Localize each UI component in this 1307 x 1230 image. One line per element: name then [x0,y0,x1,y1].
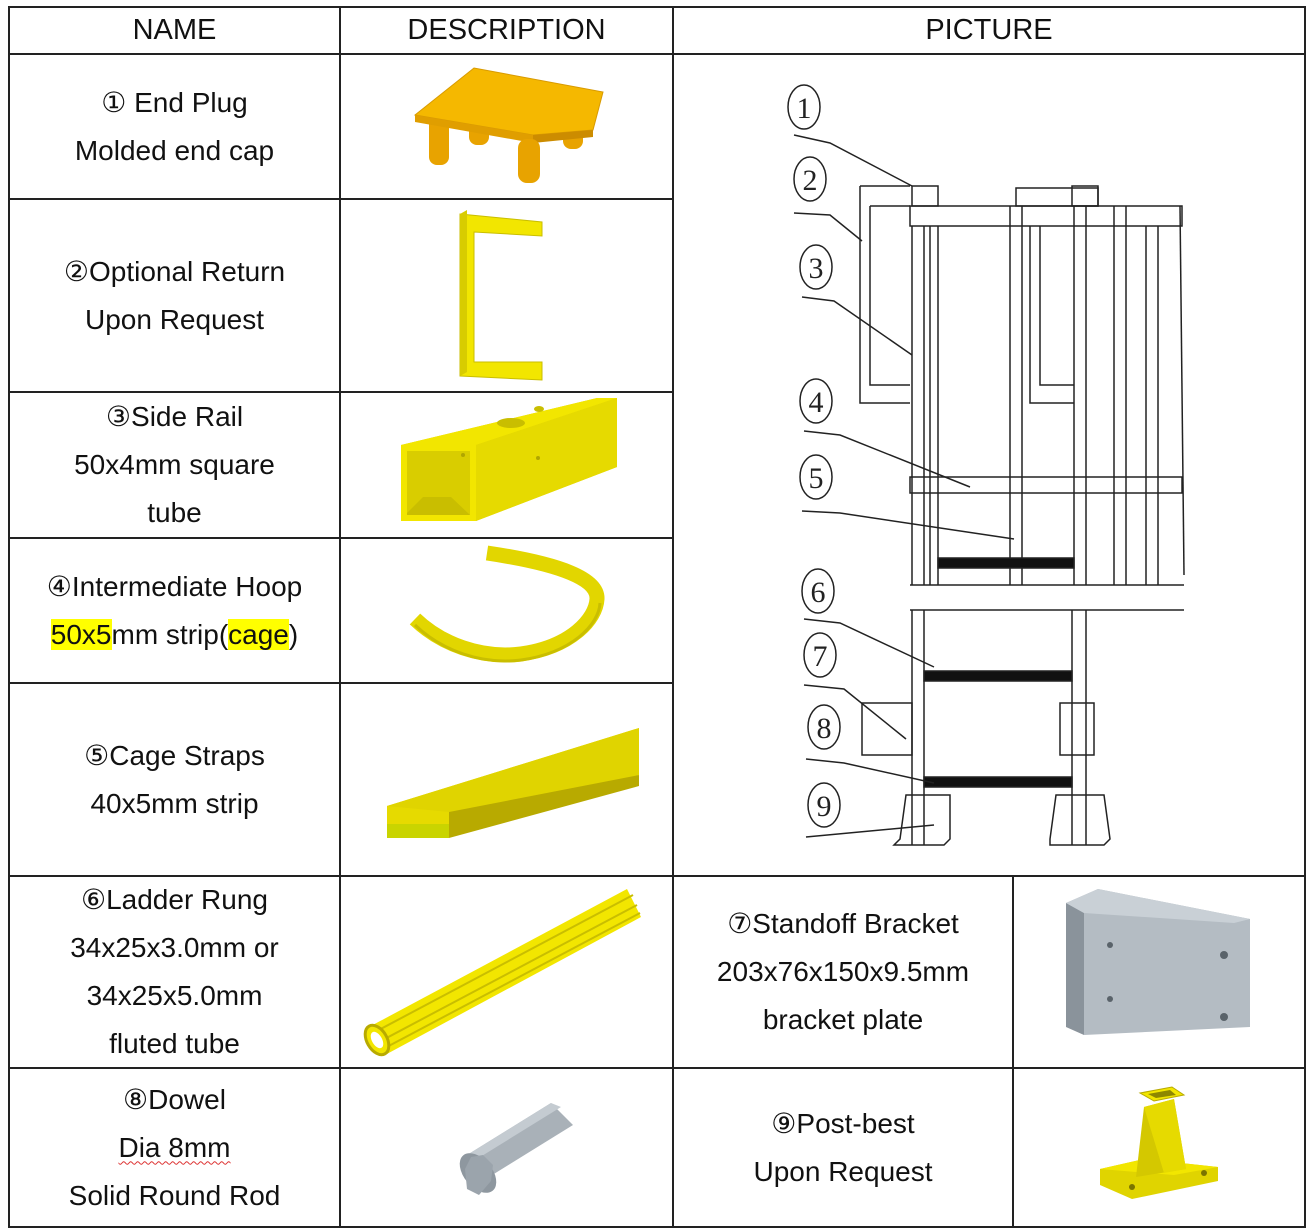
name-cell-ladder-rung: ⑥Ladder Rung 34x25x3.0mm or 34x25x5.0mm … [10,877,339,1067]
part-spec: fluted tube [109,1028,240,1059]
name-cell-side-rail: ③Side Rail 50x4mm square tube [10,393,339,537]
cage-strap-image [387,728,639,838]
part-spec: 34x25x5.0mm [86,980,263,1011]
part-spec: Upon Request [84,303,264,335]
side-rail-image [401,398,617,521]
part-spec: Solid Round Rod [68,1179,281,1211]
part-title: ⑦Standoff Bracket [727,908,959,939]
callout-label: 7 [813,640,828,673]
part-spec: 50x4mm square [74,449,275,480]
callout-label: 9 [817,790,832,823]
callout-label: 8 [817,712,832,745]
part-spec: bracket plate [762,1004,924,1035]
callout-label: 6 [811,576,826,609]
end-plug-image [413,67,604,183]
callout-label: 2 [803,164,818,197]
highlighted-text: cage [228,618,289,650]
header-description: DESCRIPTION [407,14,606,46]
name-cell-optional-return: ②Optional Return Upon Request [10,200,339,391]
ladder-assembly-drawing: 1 2 3 4 5 6 7 8 9 [787,84,1185,846]
name-cell-intermediate-hoop: ④Intermediate Hoop 50x5mm strip(cage) [10,539,339,682]
callout-label: 5 [809,462,824,495]
name-cell-end-plug: ① End Plug Molded end cap [10,55,339,198]
name-cell-cage-straps: ⑤Cage Straps 40x5mm strip [10,684,339,875]
part-title: ②Optional Return [63,255,286,287]
part-spec: tube [147,497,202,528]
callout-label: 3 [809,252,824,285]
name-cell-post-best: ⑨Post-best Upon Request [674,1069,1012,1226]
header-picture: PICTURE [925,14,1053,46]
part-title: ⑥Ladder Rung [80,884,268,915]
header-name: NAME [132,14,217,46]
part-spec: Molded end cap [74,134,275,166]
callout-label: 4 [809,386,824,419]
name-cell-standoff-bracket: ⑦Standoff Bracket 203x76x150x9.5mm brack… [674,877,1012,1067]
part-title: ④Intermediate Hoop [46,570,303,602]
part-title: ⑧Dowel [123,1083,226,1115]
part-title: ① End Plug [101,86,248,118]
post-base-image [1100,1086,1218,1199]
standoff-bracket-image [1066,889,1250,1035]
callout-label: 1 [797,92,812,125]
part-spec: Dia 8mm [118,1131,231,1163]
intermediate-hoop-image [409,545,605,663]
part-spec: 40x5mm strip [90,787,259,819]
optional-return-image [459,210,543,381]
highlighted-text: 50x5 [50,618,112,650]
part-spec: 203x76x150x9.5mm [716,956,970,987]
ladder-rung-image [363,889,641,1057]
part-title: ⑨Post-best [771,1107,915,1139]
part-spec: Upon Request [753,1155,933,1187]
part-title: ⑤Cage Straps [84,739,265,771]
part-spec: 50x5mm strip(cage) [50,618,299,650]
name-cell-dowel: ⑧Dowel Dia 8mm Solid Round Rod [10,1069,339,1226]
dowel-image [459,1103,573,1195]
part-title: ③Side Rail [105,401,244,432]
part-spec: 34x25x3.0mm or [70,932,279,963]
